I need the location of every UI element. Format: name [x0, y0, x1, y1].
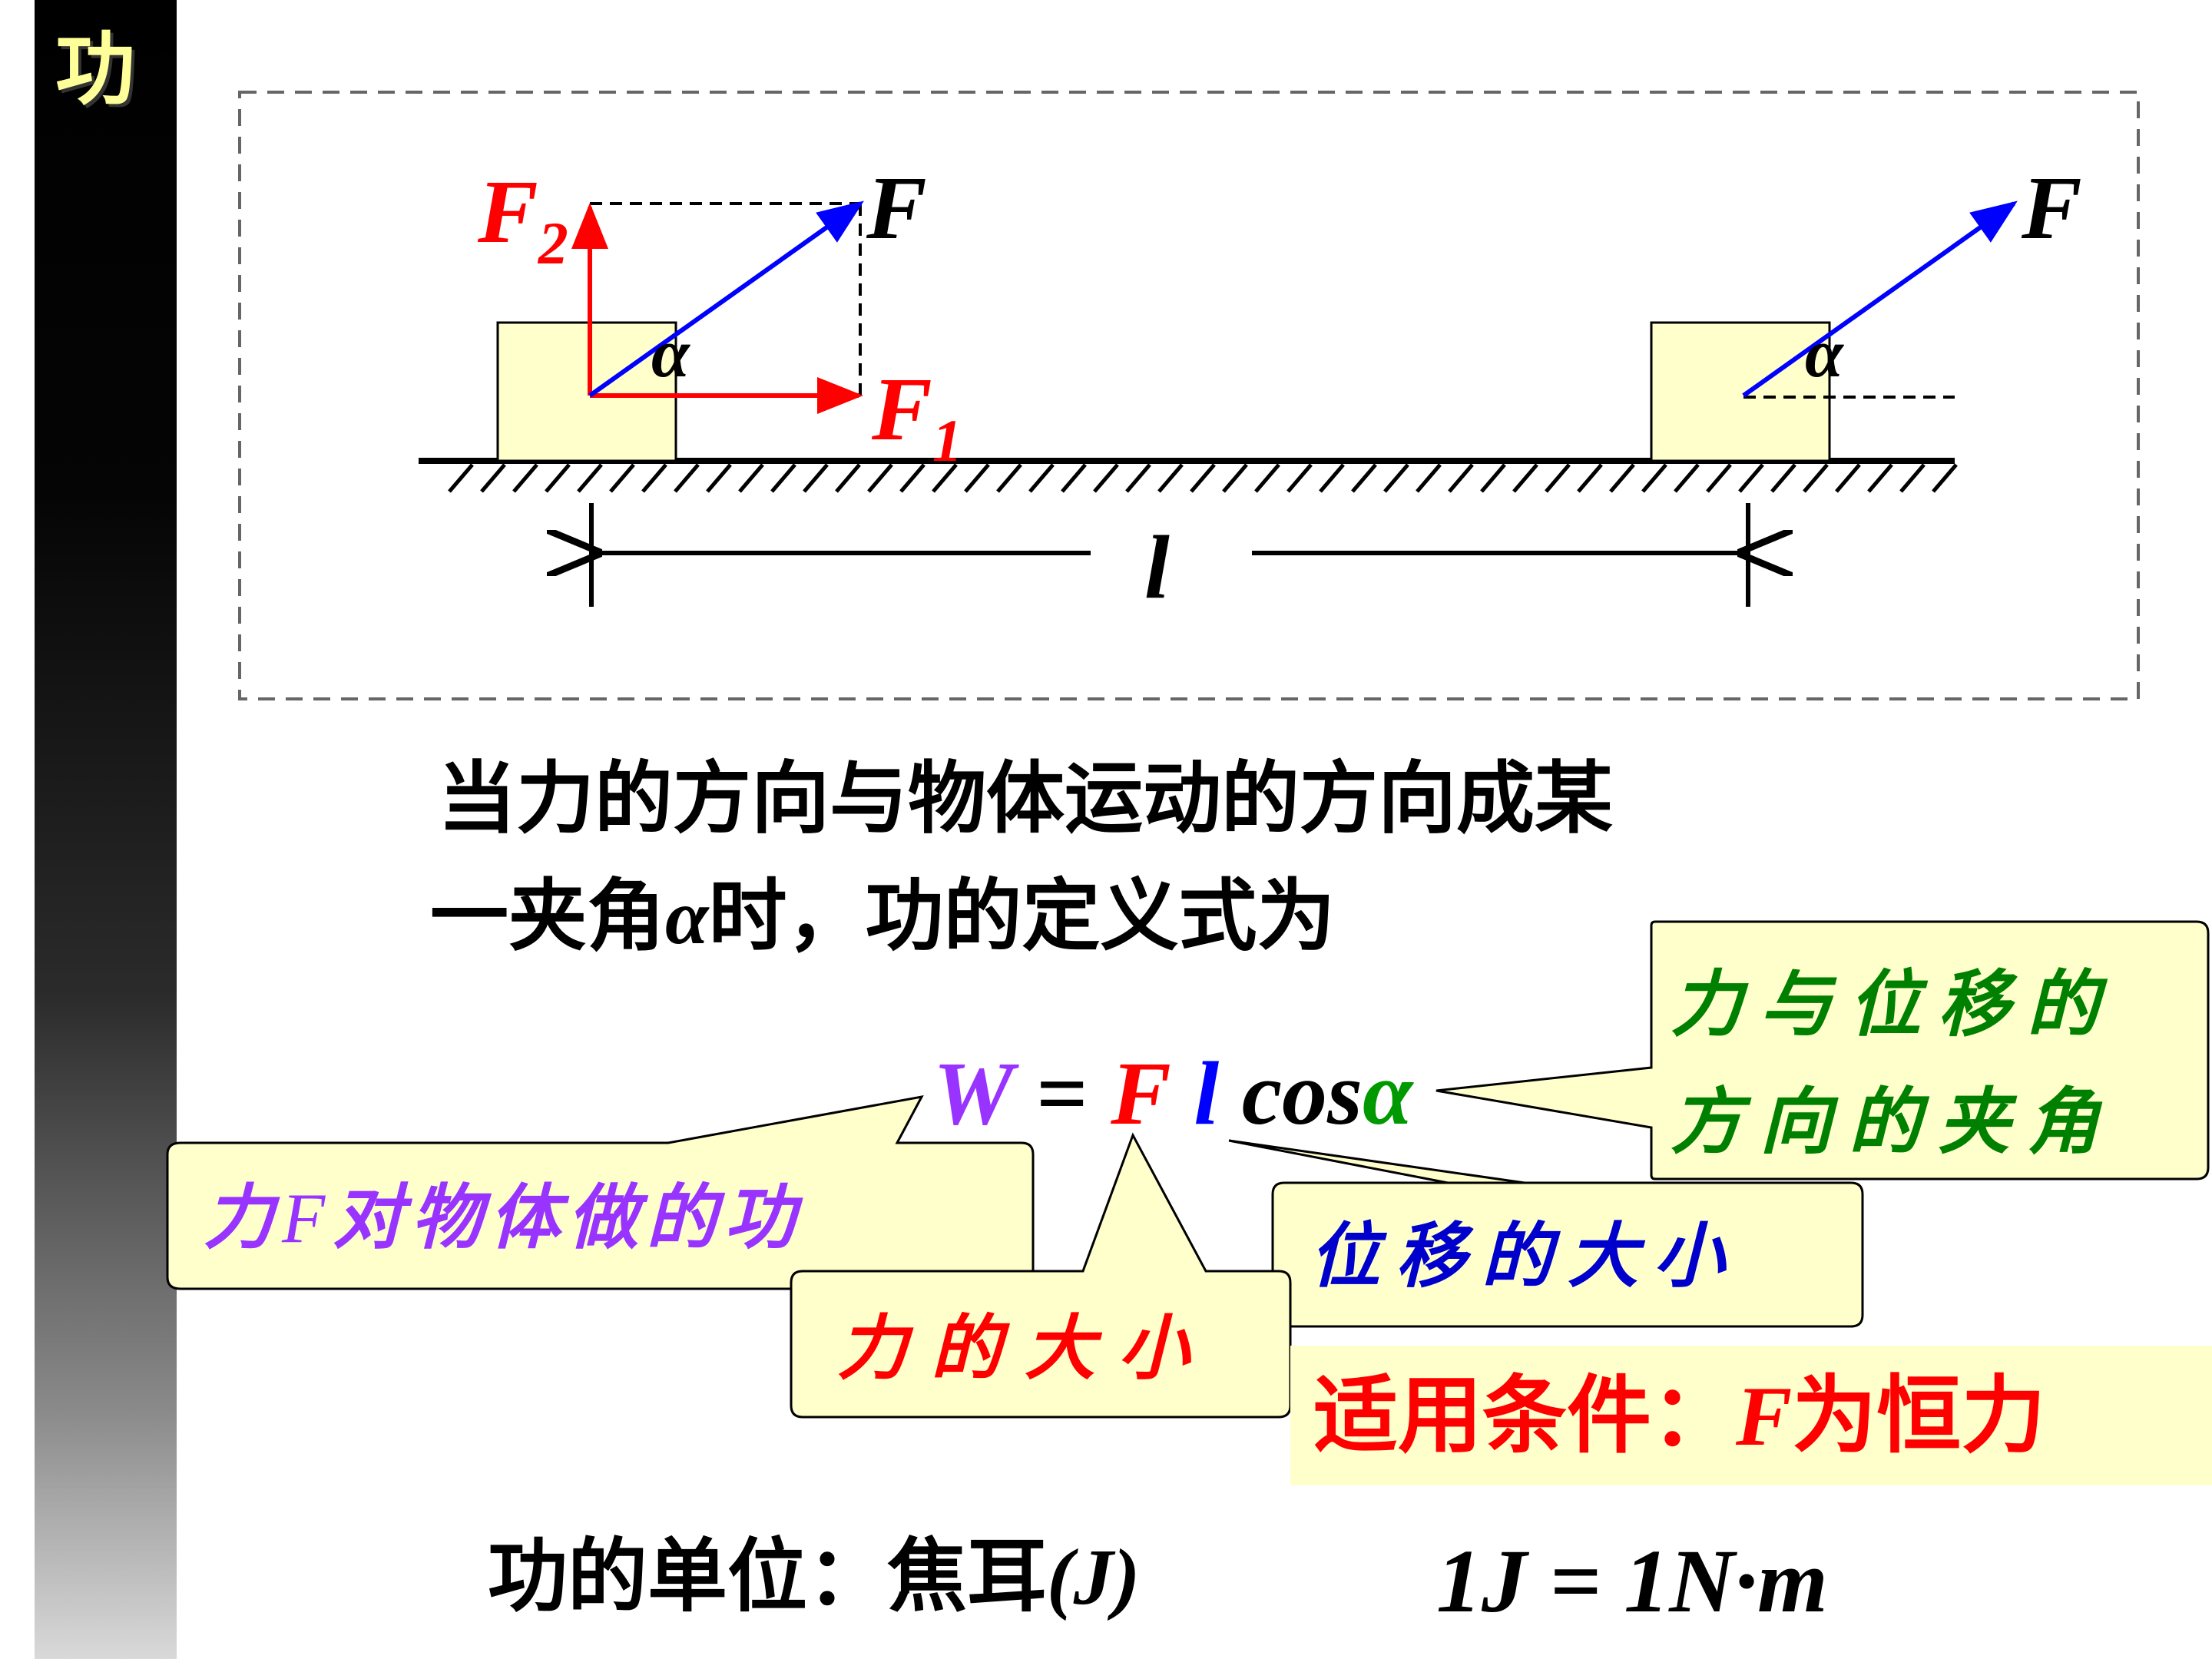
hatch-mark [1190, 463, 1216, 493]
unit-equation: 1J = 1N·m [1436, 1531, 1828, 1631]
hatch-mark [674, 463, 700, 493]
hatch-mark [706, 463, 732, 493]
hatch-mark [1125, 463, 1151, 493]
hatch-mark [1706, 463, 1732, 493]
condition-box [1290, 1346, 2212, 1485]
unit-label: 功的单位：焦耳(J) [488, 1529, 1141, 1623]
hatch-mark [964, 463, 990, 493]
hatch-mark [1577, 463, 1603, 493]
hatch-mark [1319, 463, 1345, 493]
callout-angle-line1: 力与位移的 [1671, 963, 2117, 1047]
callout-force-bubble [790, 1132, 1292, 1419]
hatch-mark [641, 463, 667, 493]
hatch-mark [738, 463, 764, 493]
hatch-mark [1545, 463, 1571, 493]
hatch-mark [1383, 463, 1409, 493]
force-F-arrow-right [1742, 200, 2018, 398]
label-F-left: F [866, 157, 927, 258]
hatch-mark [448, 463, 474, 493]
hatch-mark [1254, 463, 1280, 493]
hatch-mark [1222, 463, 1248, 493]
hatch-mark [867, 463, 893, 493]
hatch-mark [899, 463, 926, 493]
hatch-mark [1674, 463, 1700, 493]
label-displacement: l [1144, 517, 1170, 618]
hatch-mark [996, 463, 1022, 493]
label-alpha-right: α [1805, 316, 1844, 392]
hatch-mark [1738, 463, 1764, 493]
description-line-1: 当力的方向与物体运动的方向成某 [438, 753, 1613, 845]
label-alpha-left: α [651, 316, 690, 392]
hatch-mark [512, 463, 538, 493]
hatch-mark [480, 463, 506, 493]
block-right [1650, 321, 1831, 462]
hatch-mark [803, 463, 829, 493]
label-F-right: F [2021, 157, 2082, 258]
hatch-mark [1899, 463, 1926, 493]
hatch-mark [1641, 463, 1667, 493]
hatch-mark [1448, 463, 1474, 493]
hatch-mark [577, 463, 603, 493]
work-formula: W = F l cosα [933, 1043, 1413, 1144]
slide-title: 功 [55, 22, 136, 116]
hatch-mark [609, 463, 635, 493]
hatch-mark [1835, 463, 1861, 493]
hatch-mark [1512, 463, 1538, 493]
diagram-frame [238, 91, 2140, 700]
hatch-mark [1157, 463, 1184, 493]
hatch-mark [1480, 463, 1506, 493]
label-F2: F2 [477, 161, 568, 276]
label-F1: F1 [871, 359, 962, 474]
block-left [496, 321, 677, 462]
hatch-mark [1803, 463, 1829, 493]
hatch-mark [1932, 463, 1958, 493]
hatch-mark [1867, 463, 1893, 493]
callout-angle-bubble [1435, 920, 2210, 1181]
hatch-mark [1351, 463, 1377, 493]
hatch-mark [1028, 463, 1055, 493]
hatch-mark [1061, 463, 1087, 493]
ground-hatching [448, 463, 1958, 493]
hatch-mark [1770, 463, 1796, 493]
hatch-mark [545, 463, 571, 493]
condition-text: 适用条件：F为恒力 [1313, 1366, 2046, 1465]
sidebar-gradient-bar [35, 0, 177, 1659]
hatch-mark [1609, 463, 1635, 493]
callout-angle-line2: 方向的夹角 [1671, 1081, 2117, 1164]
hatch-mark [1416, 463, 1442, 493]
hatch-mark [1286, 463, 1313, 493]
hatch-mark [770, 463, 796, 493]
hatch-mark [932, 463, 958, 493]
force-F-arrow-left [588, 200, 864, 398]
callout-force-text: 力的大小 [837, 1307, 1213, 1389]
hatch-mark [1093, 463, 1119, 493]
callout-displacement-bubble [1228, 1139, 1864, 1328]
callout-work-text: 力F对物体做的功 [204, 1177, 803, 1259]
callout-displacement-text: 位移的大小 [1310, 1215, 1740, 1297]
description-line-2: 一夹角α时，功的定义式为 [430, 871, 1336, 962]
hatch-mark [835, 463, 861, 493]
